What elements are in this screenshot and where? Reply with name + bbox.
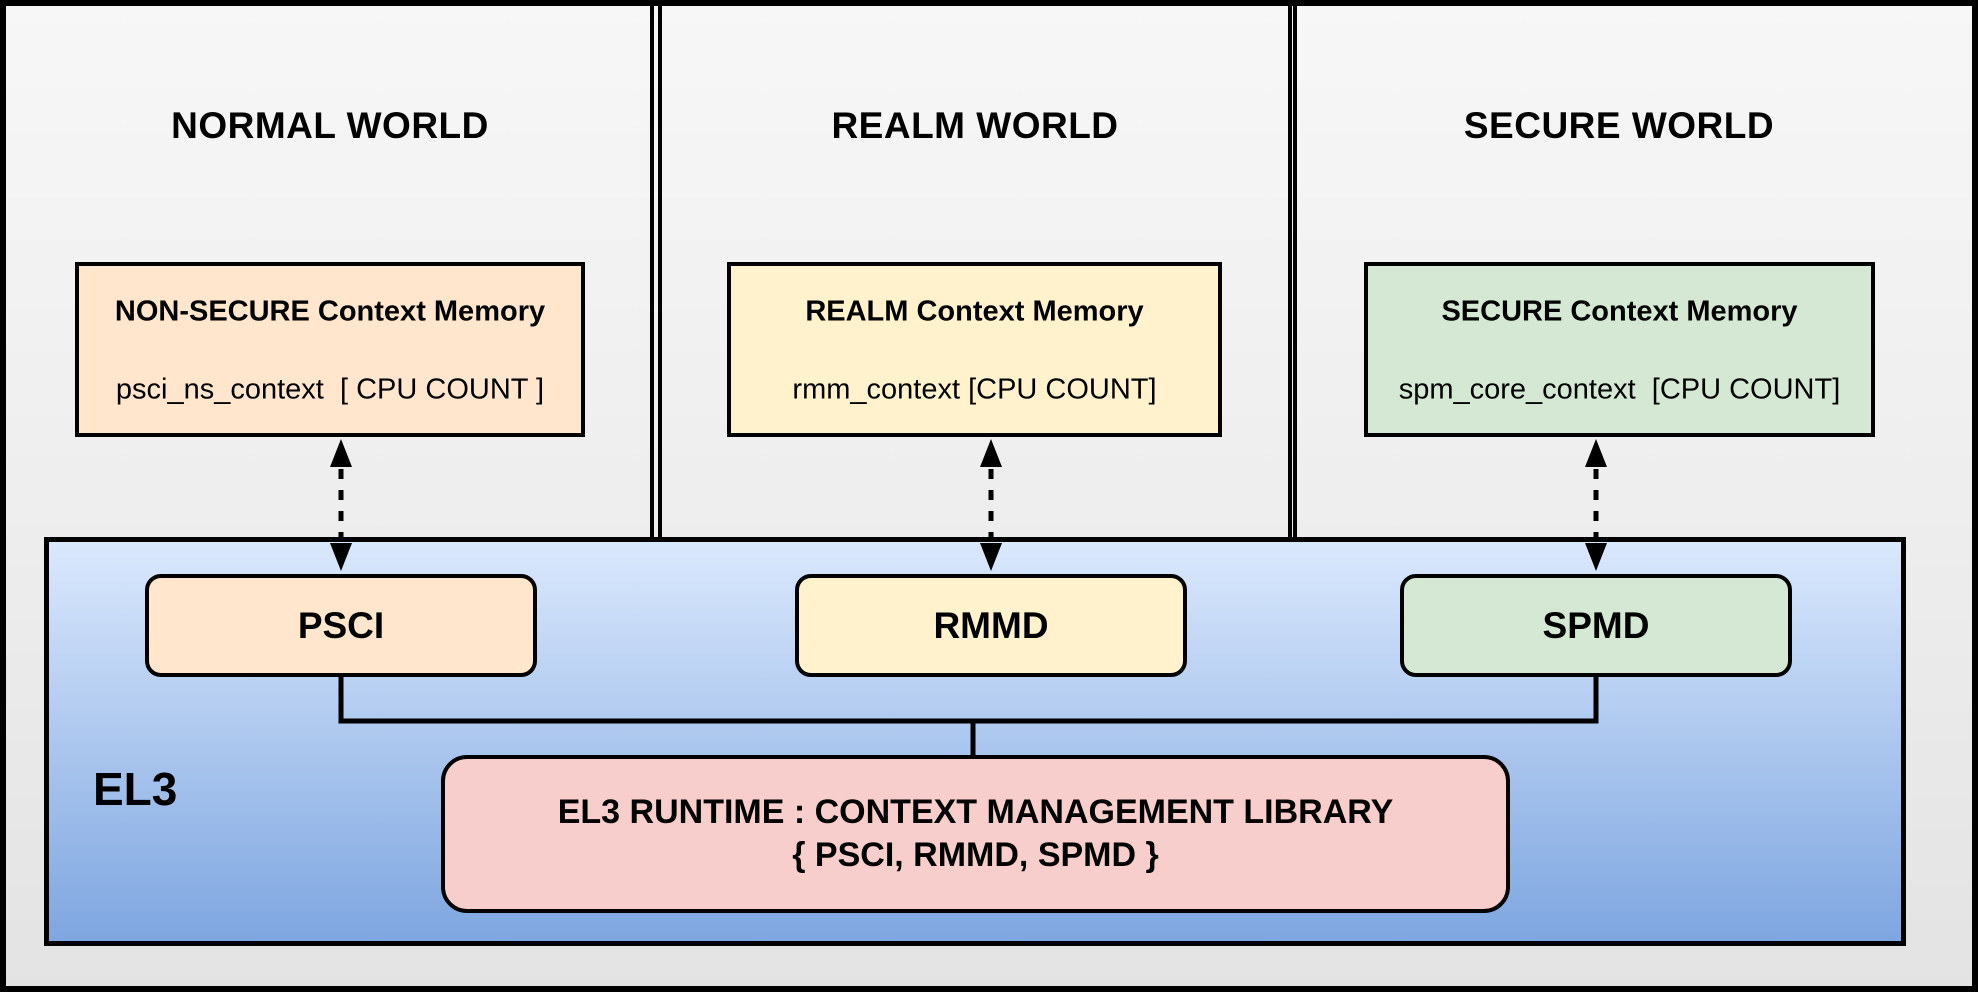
el3-box-psci: PSCI: [145, 574, 537, 677]
el3-box-spmd: SPMD: [1400, 574, 1792, 677]
panel-divider: [1288, 0, 1292, 542]
memory-box-non-secure: NON-SECURE Context Memory psci_ns_contex…: [75, 262, 585, 437]
memory-box-title: NON-SECURE Context Memory: [114, 295, 546, 328]
world-title-secure: SECURE WORLD: [1463, 105, 1775, 146]
el3-box-label: PSCI: [297, 604, 385, 646]
panel-divider: [1293, 0, 1297, 542]
el3-box-label: RMMD: [933, 604, 1049, 646]
context-mgmt-library-box: EL3 RUNTIME : CONTEXT MANAGEMENT LIBRARY…: [441, 755, 1510, 913]
panel-divider: [658, 0, 662, 542]
panel-divider: [650, 0, 654, 542]
el3-box-rmmd: RMMD: [795, 574, 1187, 677]
memory-box-variable: rmm_context [CPU COUNT]: [792, 373, 1157, 406]
memory-box-variable: psci_ns_context [ CPU COUNT ]: [115, 373, 545, 406]
memory-box-variable: spm_core_context [CPU COUNT]: [1398, 373, 1841, 406]
memory-box-title: REALM Context Memory: [805, 295, 1144, 328]
library-box-line2: { PSCI, RMMD, SPMD }: [792, 836, 1159, 874]
memory-box-title: SECURE Context Memory: [1441, 295, 1798, 328]
memory-box-secure: SECURE Context Memory spm_core_context […: [1364, 262, 1875, 437]
library-box-line1: EL3 RUNTIME : CONTEXT MANAGEMENT LIBRARY: [557, 793, 1394, 831]
world-title-realm: REALM WORLD: [831, 105, 1119, 146]
el3-box-label: SPMD: [1542, 604, 1650, 646]
el3-label: EL3: [93, 763, 178, 815]
memory-box-realm: REALM Context Memory rmm_context [CPU CO…: [727, 262, 1222, 437]
world-title-normal: NORMAL WORLD: [171, 105, 489, 146]
